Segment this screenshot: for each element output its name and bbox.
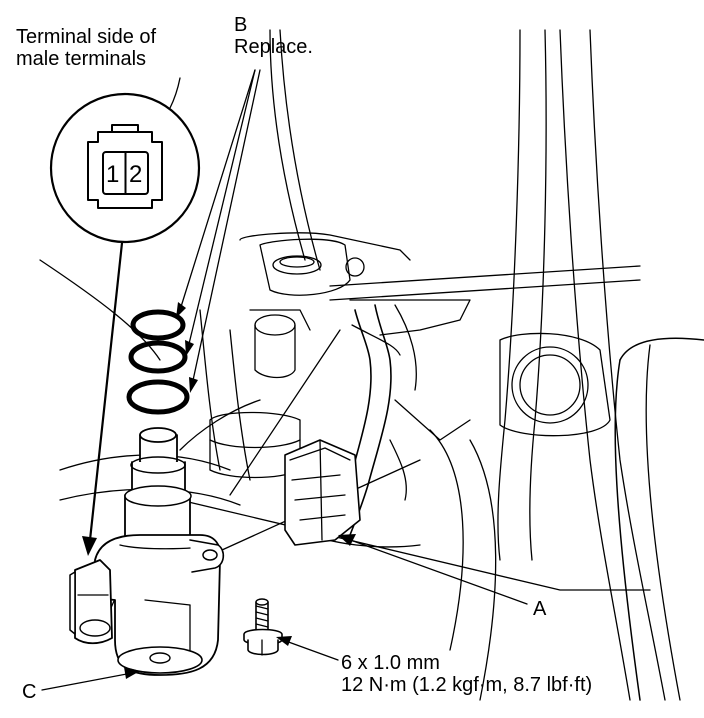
bolt-size: 6 x 1.0 mm [341, 652, 440, 674]
terminal-side-line2: male terminals [16, 48, 147, 70]
callout-a-letter: A [533, 598, 547, 620]
arrow-heads [82, 302, 356, 679]
terminal-side-line1: Terminal side of [16, 26, 157, 48]
terminal-magnifier [49, 77, 201, 244]
terminal-side-label: Terminal side of male terminals [16, 26, 156, 70]
callout-b: B Replace. [234, 14, 313, 58]
connector-a [284, 439, 361, 546]
callout-b-text: Replace. [234, 36, 313, 58]
callout-b-letter: B [234, 14, 248, 36]
bolt-torque: 12 N·m (1.2 kgf·m, 8.7 lbf·ft) [341, 674, 593, 696]
leader-lines [41, 69, 528, 691]
callout-c-letter: C [22, 681, 37, 703]
solenoid-c [69, 427, 225, 676]
o-rings-b [126, 309, 190, 415]
bolt-spec-label: 6 x 1.0 mm 12 N·m (1.2 kgf·m, 8.7 lbf·ft… [341, 652, 592, 696]
mounting-bolt [243, 598, 283, 656]
